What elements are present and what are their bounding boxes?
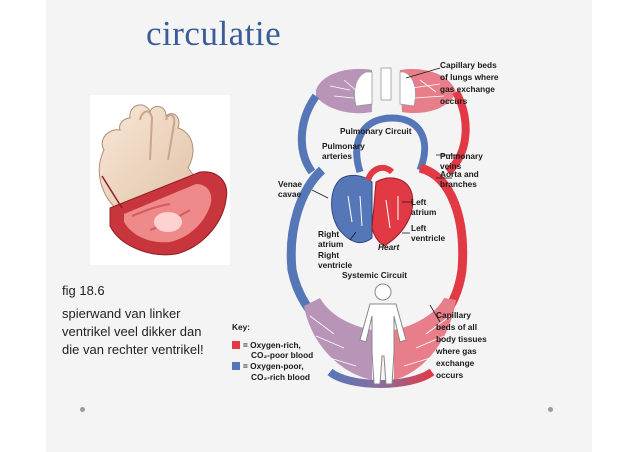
aorta-label: Aorta and branches [440,169,481,189]
left-atrium-label: Left atrium [411,197,436,217]
pulmonary-arteries-label: Pulmonary arteries [322,141,367,161]
center-heart [331,164,414,247]
key-oxygen-poor-label: = Oxygen-poor, CO₂-rich blood [243,361,310,382]
lung-capillary-network [316,67,456,114]
slide-dot-right [548,407,553,412]
pulmonary-artery-center [353,114,429,174]
venae-cavae-label: Venae cavae [278,179,304,199]
figure-caption: spierwand van linker ventrikel veel dikk… [62,306,204,357]
figure-label: fig 18.6 [62,283,105,298]
capillary-body-label: Capillary beds of all body tissues where… [435,310,489,380]
right-ventricle-label: Right ventricle [318,250,353,270]
slide-title: circulatie [146,14,282,53]
heart-illustration [90,95,230,265]
left-ventricle-label: Left ventricle [411,223,446,243]
key-oxygen-rich-swatch [232,341,240,349]
leader-lines [311,67,460,323]
right-atrium-label: Right atrium [318,229,343,249]
key-oxygen-poor-swatch [232,362,240,370]
key-oxygen-rich-label: = Oxygen-rich, CO₂-poor blood [243,340,313,360]
human-body-figure [359,283,407,385]
capillary-lungs-label: Capillary beds of lungs where gas exchan… [440,60,501,106]
pulmonary-vein-right [445,90,470,175]
pulmonary-circuit-label: Pulmonary Circuit [340,126,412,136]
pulmonary-veins-label: Pulmonary veins [440,151,485,171]
key-title: Key: [232,322,250,332]
systemic-circuit-label: Systemic Circuit [342,270,407,280]
pulmonary-artery-left [297,93,320,175]
heart-label: Heart [378,242,400,252]
slide-dot-left [80,407,85,412]
